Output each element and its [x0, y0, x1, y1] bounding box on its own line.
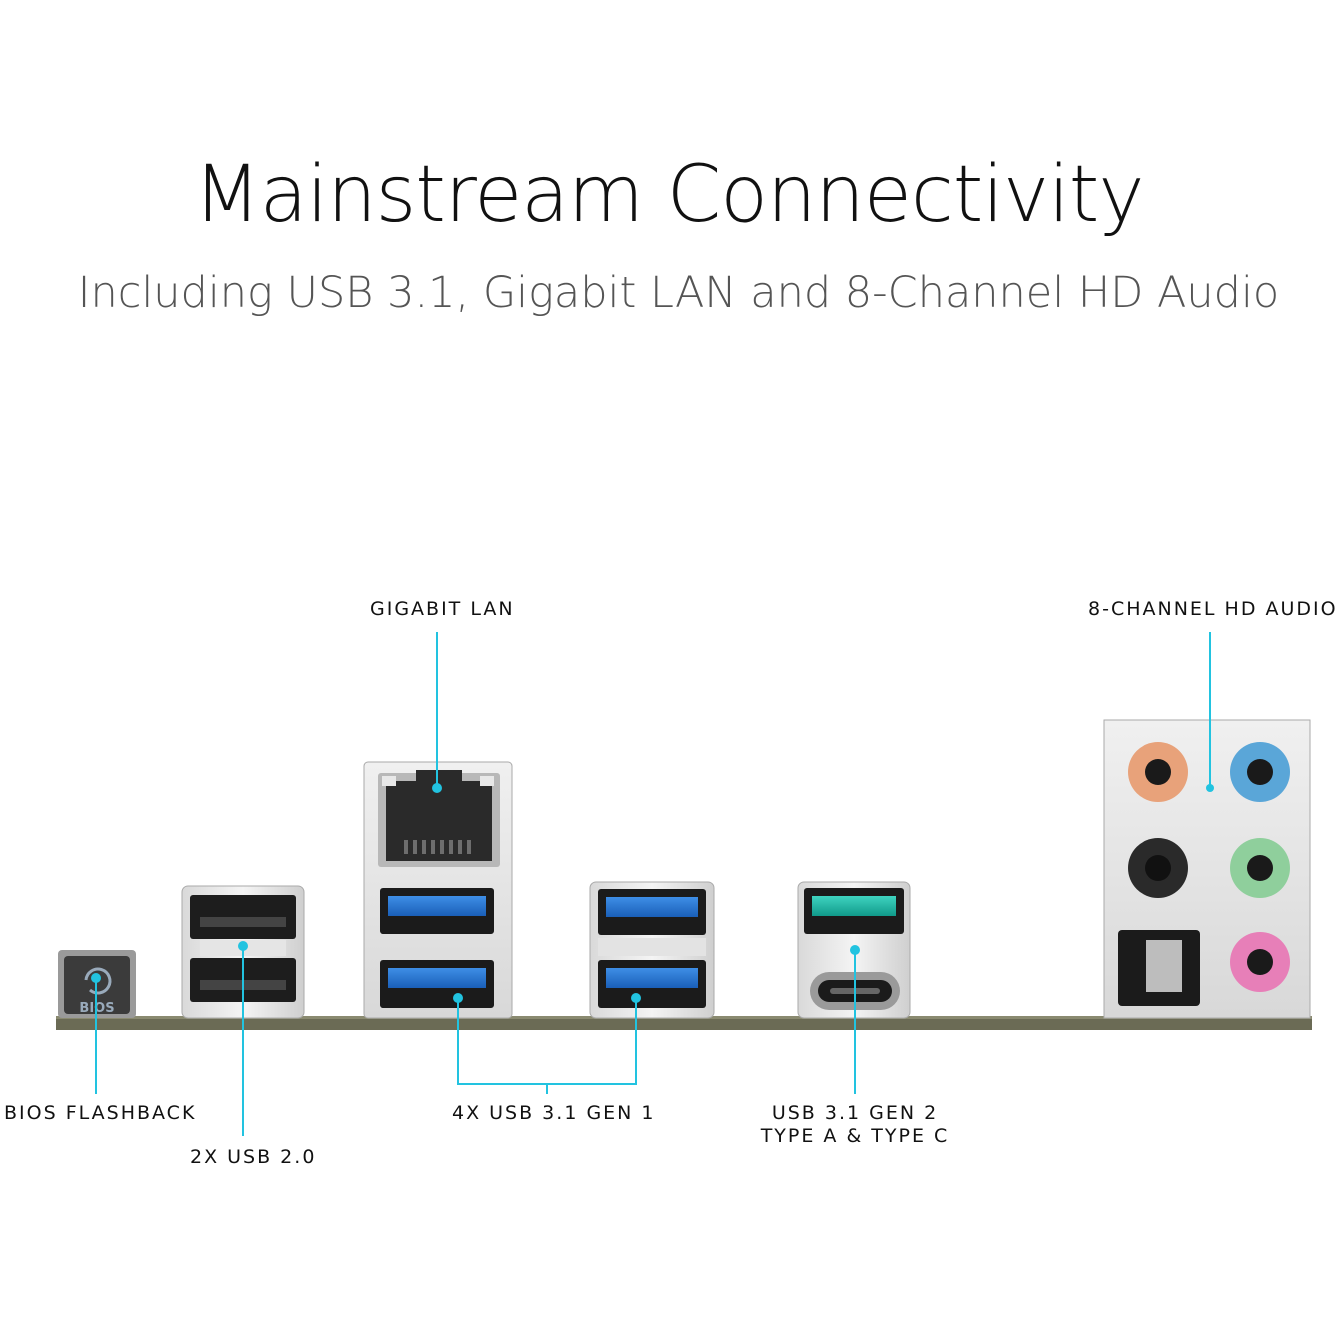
- callout-lines: [95, 632, 1211, 1136]
- rj45-port[interactable]: [386, 781, 492, 861]
- callout-usb31-gen2-line2: TYPE A & TYPE C: [760, 1125, 950, 1147]
- callout-usb20: 2X USB 2.0: [190, 1146, 317, 1168]
- audio-stack: [1103, 719, 1311, 1019]
- pcb-strip: [56, 1016, 1312, 1030]
- callout-usb31-gen1: 4X USB 3.1 GEN 1: [452, 1102, 656, 1124]
- page-title: Mainstream Connectivity: [193, 150, 1144, 240]
- refresh-icon: [84, 967, 112, 995]
- page-subtitle: Including USB 3.1, Gigabit LAN and 8-Cha…: [77, 268, 1280, 318]
- callout-bios-flashback: BIOS FLASHBACK: [4, 1102, 197, 1124]
- callout-usb31-gen2-line1: USB 3.1 GEN 2: [771, 1102, 939, 1124]
- callout-dots: [91, 783, 1214, 1003]
- usb31-gen1-stack: [589, 881, 715, 1019]
- lan-usb-stack: [363, 761, 513, 1019]
- callout-gigabit-lan: GIGABIT LAN: [370, 598, 515, 620]
- callout-hd-audio: 8-CHANNEL HD AUDIO: [1088, 598, 1337, 620]
